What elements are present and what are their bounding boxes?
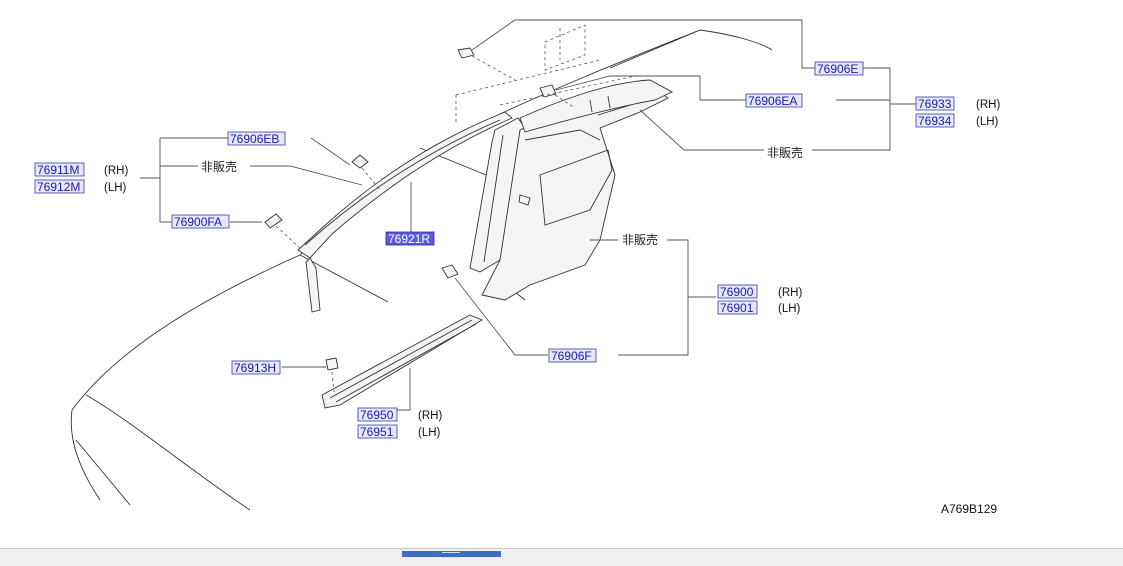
part-link-76901[interactable]: 76901 <box>717 300 758 315</box>
non-sale-label: 非販売 <box>622 232 658 247</box>
clip-icon-eb <box>351 154 381 191</box>
clip-icon-ea <box>539 84 557 98</box>
part-number-text: 76912M <box>37 180 80 194</box>
part-number-text: 76906F <box>551 349 592 363</box>
clip-icon-h <box>325 357 339 393</box>
side-label-lh: (LH) <box>104 182 127 194</box>
part-link-76912M[interactable]: 76912M <box>34 179 85 194</box>
side-label-lh: (LH) <box>778 303 801 315</box>
part-link-76906F[interactable]: 76906F <box>548 348 597 363</box>
diagram-id: A769B129 <box>941 502 997 516</box>
part-link-76933[interactable]: 76933 <box>915 96 955 111</box>
pillar-moulding-part <box>297 111 513 313</box>
part-number-text: 76906EB <box>230 132 279 146</box>
part-link-76900[interactable]: 76900 <box>717 284 758 299</box>
part-number-text: 76913H <box>234 361 276 375</box>
part-number-text: 76951 <box>360 425 394 439</box>
clip-icon-fa <box>264 213 303 251</box>
sill-plate-part <box>321 314 483 409</box>
assembly-guides <box>455 24 641 125</box>
non-sale-label: 非販売 <box>767 145 803 160</box>
side-label-rh: (RH) <box>976 99 1000 111</box>
part-number-text: 76906EA <box>748 94 797 108</box>
side-label-rh: (RH) <box>418 410 442 422</box>
side-label-rh: (RH) <box>104 165 128 177</box>
parts-diagram: 76906E 76906EA 76933 (RH) 76934 (LH) 非販売… <box>34 19 1000 516</box>
part-number-text: 76921R <box>388 232 430 246</box>
part-link-76906EA[interactable]: 76906EA <box>745 93 803 108</box>
non-sale-label: 非販売 <box>201 159 237 174</box>
part-number-text: 76900 <box>720 285 754 299</box>
roof-rail-part <box>519 79 673 133</box>
part-link-76921R[interactable]: 76921R <box>385 231 435 246</box>
side-label-lh: (LH) <box>418 427 441 439</box>
part-link-76906E[interactable]: 76906E <box>814 61 864 76</box>
scrollbar-thumb[interactable] <box>402 551 501 557</box>
part-number-text: 76934 <box>918 114 952 128</box>
part-link-76950[interactable]: 76950 <box>357 407 398 422</box>
part-link-76934[interactable]: 76934 <box>915 113 955 128</box>
part-link-76911M[interactable]: 76911M <box>34 162 85 177</box>
center-pillar-trim-part <box>469 117 526 273</box>
part-link-76913H[interactable]: 76913H <box>231 360 281 375</box>
part-number-text: 76933 <box>918 97 952 111</box>
part-number-text: 76906E <box>817 62 858 76</box>
part-number-text: 76901 <box>720 301 754 315</box>
clip-icon-e <box>457 47 516 81</box>
part-number-text: 76900FA <box>174 215 222 229</box>
leader-lines <box>140 19 916 420</box>
side-label-lh: (LH) <box>976 116 999 128</box>
scrollbar-grip-icon <box>442 552 460 558</box>
horizontal-scrollbar[interactable] <box>0 548 1123 566</box>
clip-icon-f <box>441 264 459 279</box>
part-link-76906EB[interactable]: 76906EB <box>227 131 286 146</box>
part-number-text: 76950 <box>360 408 394 422</box>
part-link-76900FA[interactable]: 76900FA <box>171 214 230 229</box>
side-label-rh: (RH) <box>778 287 802 299</box>
part-link-76951[interactable]: 76951 <box>357 424 398 439</box>
part-number-text: 76911M <box>37 163 79 177</box>
